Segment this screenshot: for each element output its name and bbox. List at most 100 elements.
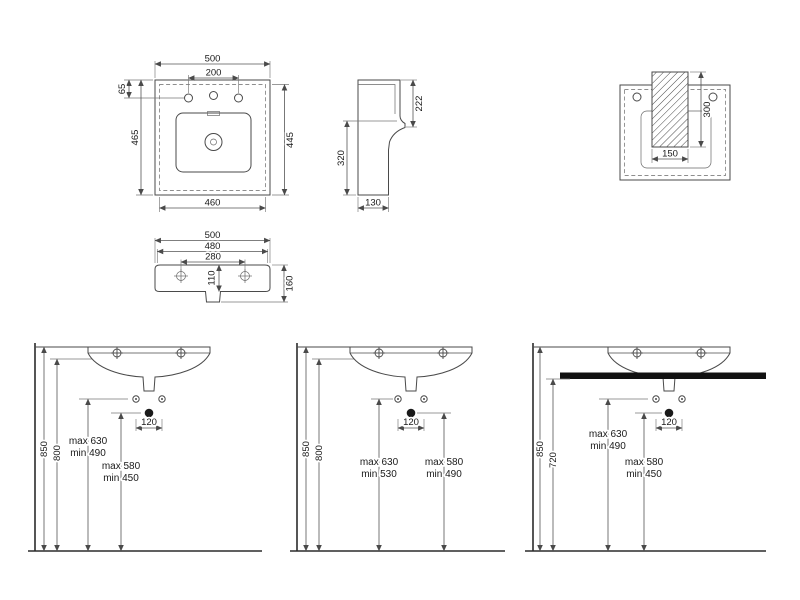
rear-view: 300 150 xyxy=(619,71,731,181)
dim-label-min: min 490 xyxy=(426,469,462,480)
dim-label: 465 xyxy=(130,130,141,146)
dim-label-max: max 630 xyxy=(69,436,108,447)
dim-tap-hole-spacing: 200 xyxy=(188,66,239,93)
dim-label-max: max 580 xyxy=(425,457,464,468)
dim-label: 130 xyxy=(365,198,381,209)
installation-diagram-3: 850 720 max 630 min 490 max 580 min 450 … xyxy=(525,343,766,552)
dim-plan-center-offset: 110 xyxy=(205,264,222,292)
fixing-hole-right xyxy=(708,92,718,102)
plan-outline xyxy=(154,264,271,303)
washbasin-side xyxy=(349,346,473,392)
dim-supply-spacing: 120 xyxy=(135,415,163,431)
dim-label: 800 xyxy=(52,445,63,461)
dim-side-bottom-depth: 130 xyxy=(357,196,389,212)
dim-label: 160 xyxy=(285,276,296,292)
installation-diagram-1: 850 800 max 630 min 490 max 580 min 450 … xyxy=(28,343,262,552)
dim-drain-height: max 580 min 490 xyxy=(417,412,465,552)
dim-label-max: max 580 xyxy=(625,457,664,468)
water-supply-points xyxy=(132,395,166,403)
tap-hole-center xyxy=(209,91,218,100)
dim-label: 222 xyxy=(414,96,425,112)
side-inner-line xyxy=(358,84,396,114)
dim-height-total: 850 xyxy=(533,346,548,552)
water-supply-points xyxy=(652,395,686,403)
dim-side-front-depth: 222 xyxy=(401,79,427,128)
hatched-zone xyxy=(651,71,689,148)
dim-label-min: min 450 xyxy=(103,473,139,484)
dim-label: 120 xyxy=(661,417,677,428)
dim-label: 800 xyxy=(314,445,325,461)
dim-supply-height: max 630 min 530 xyxy=(358,398,400,552)
dim-label: 460 xyxy=(205,198,221,209)
basin-inner-edge xyxy=(624,89,726,176)
dim-label: 500 xyxy=(205,54,221,65)
dim-height-total: 850 xyxy=(37,346,52,552)
dim-front-width-bottom: 460 xyxy=(159,196,266,212)
dim-label: 280 xyxy=(205,252,221,263)
dim-side-height: 320 xyxy=(334,120,397,196)
dim-plan-width-top: 500 xyxy=(154,228,271,263)
dim-label: 110 xyxy=(207,270,218,285)
bowl-outline xyxy=(175,112,252,173)
tap-hole-left xyxy=(184,93,193,103)
dim-label: 120 xyxy=(141,417,157,428)
washbasin-side xyxy=(87,346,211,392)
fixing-hole-left xyxy=(632,92,642,102)
dim-label: 445 xyxy=(285,132,296,148)
plan-view: 500 480 280 110 160 xyxy=(154,228,297,303)
dim-plan-hole-spacing: 280 xyxy=(180,250,246,271)
dim-label-max: max 630 xyxy=(589,429,628,440)
dim-label: 500 xyxy=(205,230,221,241)
dim-label: 720 xyxy=(548,452,559,468)
dim-label: 300 xyxy=(702,102,713,118)
installation-diagram-2: 850 800 max 630 min 530 max 580 min 490 … xyxy=(290,343,505,552)
dim-label: 200 xyxy=(206,68,222,79)
dim-label: 320 xyxy=(336,150,347,166)
dim-hatch-height: 300 xyxy=(690,71,715,148)
dim-label: 120 xyxy=(403,417,419,428)
drain-hole xyxy=(204,133,223,151)
dim-height-rim: 800 xyxy=(50,358,65,552)
basin-inner-edge xyxy=(159,84,266,191)
front-view: 500 200 65 465 445 460 xyxy=(115,52,298,212)
dim-label: 150 xyxy=(662,149,678,160)
dim-front-width-top: 500 xyxy=(154,52,271,78)
tap-hole-right xyxy=(234,93,243,103)
dim-supply-height: max 630 min 490 xyxy=(587,398,648,552)
dim-label-min: min 530 xyxy=(361,469,397,480)
dim-label: 65 xyxy=(117,84,128,95)
dim-supply-spacing: 120 xyxy=(397,415,425,431)
side-profile xyxy=(357,79,406,196)
dim-label-max: max 580 xyxy=(102,461,141,472)
dim-plan-depth: 160 xyxy=(221,264,297,303)
drain-point xyxy=(664,408,674,418)
drain-point xyxy=(144,408,154,418)
dim-drain-height: max 580 min 450 xyxy=(100,412,142,552)
dim-tap-hole-offset: 65 xyxy=(115,79,184,99)
dim-label: 850 xyxy=(535,441,546,457)
fixing-hole-right xyxy=(238,269,252,283)
dim-height-counter: 720 xyxy=(546,378,561,552)
dim-front-height-left: 465 xyxy=(128,79,153,196)
countertop xyxy=(560,372,766,379)
dim-label: 480 xyxy=(205,241,221,252)
dim-label-min: min 490 xyxy=(590,441,626,452)
dim-drain-height: max 580 min 450 xyxy=(623,412,665,552)
dim-front-height-right: 445 xyxy=(272,84,298,196)
dim-supply-height: max 630 min 490 xyxy=(67,398,128,552)
basin-outline xyxy=(154,79,271,196)
water-supply-points xyxy=(394,395,428,403)
dim-plan-width-inner: 480 xyxy=(156,239,269,263)
dim-height-rim: 800 xyxy=(312,358,327,552)
dim-hatch-width: 150 xyxy=(651,147,689,163)
dim-height-total: 850 xyxy=(299,346,314,552)
dim-label-min: min 490 xyxy=(70,448,106,459)
overflow-slot xyxy=(207,111,220,116)
side-view: 222 320 130 xyxy=(334,79,427,212)
dim-supply-spacing: 120 xyxy=(655,415,683,431)
drain-point xyxy=(406,408,416,418)
dim-label-max: max 630 xyxy=(360,457,399,468)
dim-label: 850 xyxy=(39,441,50,457)
